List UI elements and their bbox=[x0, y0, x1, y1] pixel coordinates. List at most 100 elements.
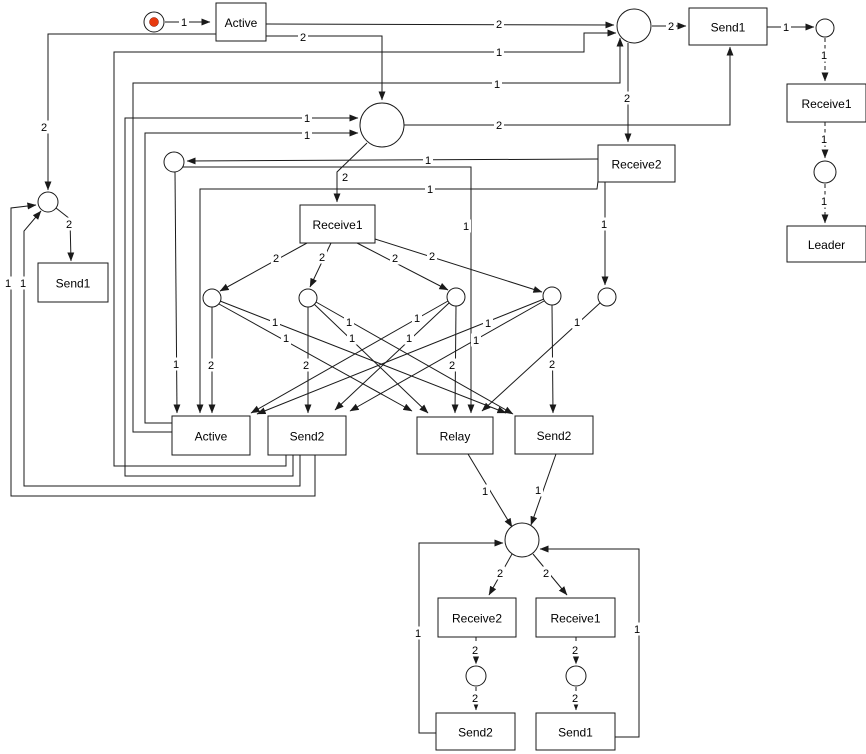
svg-text:1: 1 bbox=[574, 317, 580, 329]
svg-text:1: 1 bbox=[415, 628, 421, 640]
svg-text:2: 2 bbox=[273, 253, 279, 265]
svg-text:1: 1 bbox=[463, 221, 469, 233]
edge-label-p-right-2-to-leader: 1 bbox=[819, 194, 829, 208]
transition-label-receive2-b: Receive2 bbox=[452, 612, 502, 626]
edge-label-c5-to-relay: 1 bbox=[572, 315, 582, 329]
svg-text:2: 2 bbox=[472, 645, 478, 657]
svg-text:1: 1 bbox=[634, 624, 640, 636]
transition-label-send2-bl: Send2 bbox=[290, 430, 325, 444]
place-p-b1 bbox=[465, 665, 487, 687]
initial-marking-dot bbox=[149, 17, 159, 27]
edge-label-c3-to-relay: 2 bbox=[447, 358, 457, 372]
edge-label-p-mid-left-to-relay: 1 bbox=[461, 219, 471, 233]
edge-send2-br-to-p-bottom bbox=[530, 453, 557, 526]
edge-label-p-mid-left-to-active-b: 1 bbox=[171, 357, 181, 371]
transition-label-leader: Leader bbox=[808, 238, 845, 252]
transition-active-b: Active bbox=[171, 415, 251, 456]
place-p-mid-left bbox=[163, 151, 185, 173]
svg-text:2: 2 bbox=[449, 360, 455, 372]
svg-text:1: 1 bbox=[283, 333, 289, 345]
edge-label-receive2-to-c5: 1 bbox=[599, 217, 609, 231]
edge-label-active-top-to-p-topright: 2 bbox=[494, 17, 504, 31]
transition-label-send1-b: Send1 bbox=[558, 726, 593, 740]
edge-label-receive1-b-to-p-b2: 2 bbox=[570, 643, 580, 657]
edge-c4-to-active-b bbox=[256, 298, 545, 415]
svg-text:2: 2 bbox=[496, 120, 502, 132]
svg-text:1: 1 bbox=[427, 184, 433, 196]
svg-text:2: 2 bbox=[472, 693, 478, 705]
svg-text:1: 1 bbox=[783, 22, 789, 34]
edge-label-c4-to-send2-br: 2 bbox=[547, 357, 557, 371]
edge-label-receive2-to-p-mid-left: 1 bbox=[423, 153, 433, 167]
svg-text:1: 1 bbox=[496, 47, 502, 59]
transition-send2-br: Send2 bbox=[514, 415, 594, 455]
svg-text:1: 1 bbox=[406, 333, 412, 345]
place-p-topright bbox=[616, 8, 652, 44]
edge-send2-bl-to-p-big bbox=[124, 114, 359, 477]
edge-send2-b-to-p-bottom bbox=[418, 539, 504, 734]
edge-c4-to-send2-bl bbox=[349, 300, 545, 412]
svg-text:1: 1 bbox=[494, 79, 500, 91]
svg-text:2: 2 bbox=[496, 19, 502, 31]
transition-send2-bl: Send2 bbox=[267, 415, 347, 456]
edge-label-receive2-to-active-b: 1 bbox=[425, 182, 435, 196]
edge-label-send2-bl-to-p-topright: 1 bbox=[494, 45, 504, 59]
transition-send1-b: Send1 bbox=[535, 712, 616, 751]
edge-label-c2-to-send2-bl: 2 bbox=[301, 358, 311, 372]
edge-label-p-bottom-to-receive1-b: 2 bbox=[541, 566, 551, 580]
svg-text:1: 1 bbox=[5, 278, 11, 290]
edge-receive1-c-to-c1 bbox=[219, 242, 308, 292]
transition-label-send2-b: Send2 bbox=[458, 726, 493, 740]
edge-label-c3-to-active-b: 1 bbox=[412, 311, 422, 325]
place-c1 bbox=[202, 288, 222, 308]
edge-label-send2-bl-to-p-big: 1 bbox=[302, 111, 312, 125]
svg-text:1: 1 bbox=[346, 317, 352, 329]
edge-active-top-to-p-topright bbox=[265, 21, 615, 29]
place-c2 bbox=[298, 288, 318, 308]
svg-text:2: 2 bbox=[319, 252, 325, 264]
transition-label-send1-tr: Send1 bbox=[711, 21, 746, 35]
edge-label-c4-to-send2-bl: 1 bbox=[471, 333, 481, 347]
svg-text:2: 2 bbox=[497, 568, 503, 580]
edge-label-p-topright-to-receive2: 2 bbox=[622, 91, 632, 105]
place-init bbox=[143, 11, 165, 33]
place-p-right-2 bbox=[813, 160, 837, 184]
svg-text:1: 1 bbox=[821, 196, 827, 208]
edge-active-b-to-p-topright bbox=[132, 37, 624, 433]
edge-receive2-to-p-mid-left bbox=[186, 157, 599, 165]
transition-label-send2-br: Send2 bbox=[537, 429, 572, 443]
svg-text:1: 1 bbox=[304, 130, 310, 142]
transition-label-relay: Relay bbox=[440, 430, 471, 444]
edge-label-relay-to-p-bottom: 1 bbox=[480, 484, 490, 498]
transition-label-active-top: Active bbox=[225, 16, 258, 30]
transition-send1-tr: Send1 bbox=[688, 7, 768, 46]
edge-label-receive2-b-to-p-b1: 2 bbox=[470, 643, 480, 657]
place-p-right-1 bbox=[815, 18, 835, 38]
edge-send2-bl-to-p-left bbox=[10, 202, 316, 497]
edge-label-p-right-1-to-receive1-r: 1 bbox=[819, 48, 829, 62]
svg-text:2: 2 bbox=[543, 568, 549, 580]
edge-c1-to-relay bbox=[218, 303, 413, 412]
edge-label-p-b2-to-send1-b: 2 bbox=[570, 691, 580, 705]
svg-text:1: 1 bbox=[821, 134, 827, 146]
svg-text:1: 1 bbox=[414, 313, 420, 325]
svg-text:2: 2 bbox=[668, 21, 674, 33]
transition-label-receive1-b: Receive1 bbox=[550, 612, 600, 626]
edge-label-send2-bl-to-p-left: 1 bbox=[3, 276, 13, 290]
svg-text:1: 1 bbox=[425, 155, 431, 167]
transition-receive1-r: Receive1 bbox=[786, 83, 866, 123]
place-p-left bbox=[37, 191, 59, 213]
place-p-b2 bbox=[565, 665, 587, 687]
transition-active-top: Active bbox=[215, 2, 267, 42]
svg-text:2: 2 bbox=[208, 360, 214, 372]
place-c3 bbox=[446, 287, 466, 307]
place-c5 bbox=[597, 287, 617, 307]
transition-receive1-b: Receive1 bbox=[535, 597, 616, 638]
edge-label-p-bottom-to-receive2-b: 2 bbox=[495, 566, 505, 580]
edge-send2-bl-to-p-left bbox=[23, 210, 301, 487]
svg-text:2: 2 bbox=[572, 693, 578, 705]
svg-text:1: 1 bbox=[349, 333, 355, 345]
svg-text:2: 2 bbox=[342, 172, 348, 184]
